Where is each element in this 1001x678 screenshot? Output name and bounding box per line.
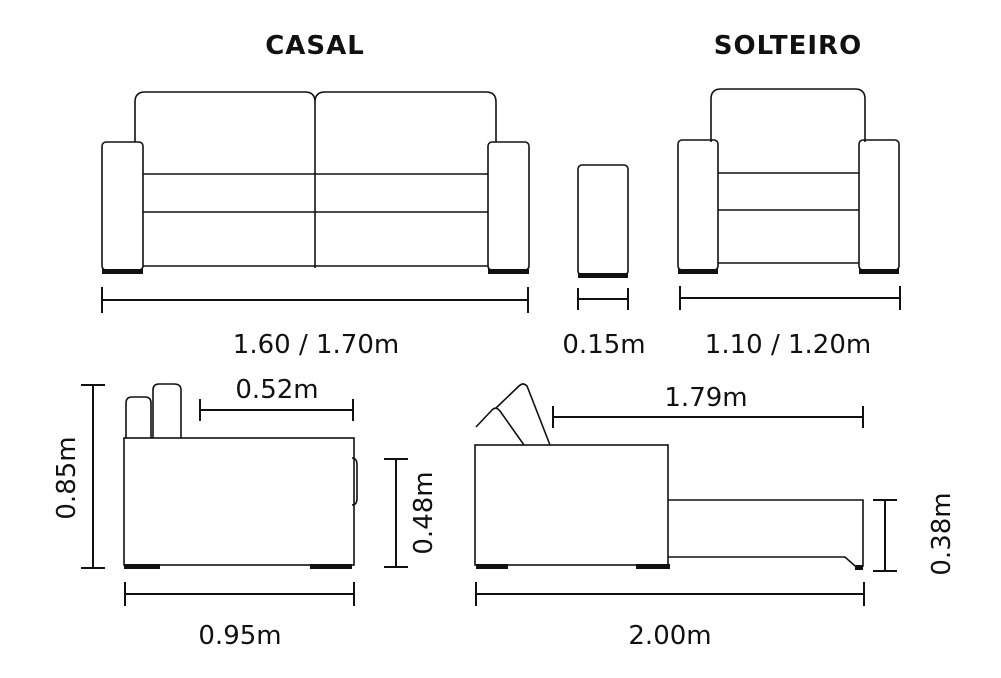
open-seat-length-label: 1.79m (664, 383, 747, 413)
closed-depth-label: 0.95m (198, 621, 281, 651)
arm-width-dimension (577, 288, 629, 310)
seat-height-label: 0.48m (409, 471, 439, 554)
solteiro-width-label: 1.10 / 1.20m (705, 330, 871, 360)
sofa-side-view-closed (123, 383, 358, 569)
total-height-label: 0.85m (52, 436, 82, 519)
solteiro-width-dimension (679, 286, 901, 310)
seat-depth-label: 0.52m (235, 375, 318, 405)
casal-sofa-front-view (101, 91, 530, 274)
sofa-side-view-open (474, 383, 864, 570)
open-length-dimension (475, 582, 865, 606)
solteiro-sofa-front-view (677, 88, 900, 274)
title-casal: CASAL (265, 31, 365, 61)
arm-detail (577, 164, 629, 278)
seat-depth-dimension (199, 399, 354, 421)
footrest-height-label: 0.38m (927, 492, 957, 575)
footrest-height-dimension (873, 499, 897, 572)
open-seat-length-dimension (552, 406, 864, 428)
title-solteiro: SOLTEIRO (714, 31, 862, 61)
total-height-dimension (81, 384, 105, 569)
casal-width-label: 1.60 / 1.70m (233, 330, 399, 360)
open-length-label: 2.00m (628, 621, 711, 651)
closed-depth-dimension (124, 582, 355, 606)
seat-height-dimension (384, 458, 408, 568)
arm-width-label: 0.15m (562, 330, 645, 360)
casal-width-dimension (101, 287, 529, 313)
